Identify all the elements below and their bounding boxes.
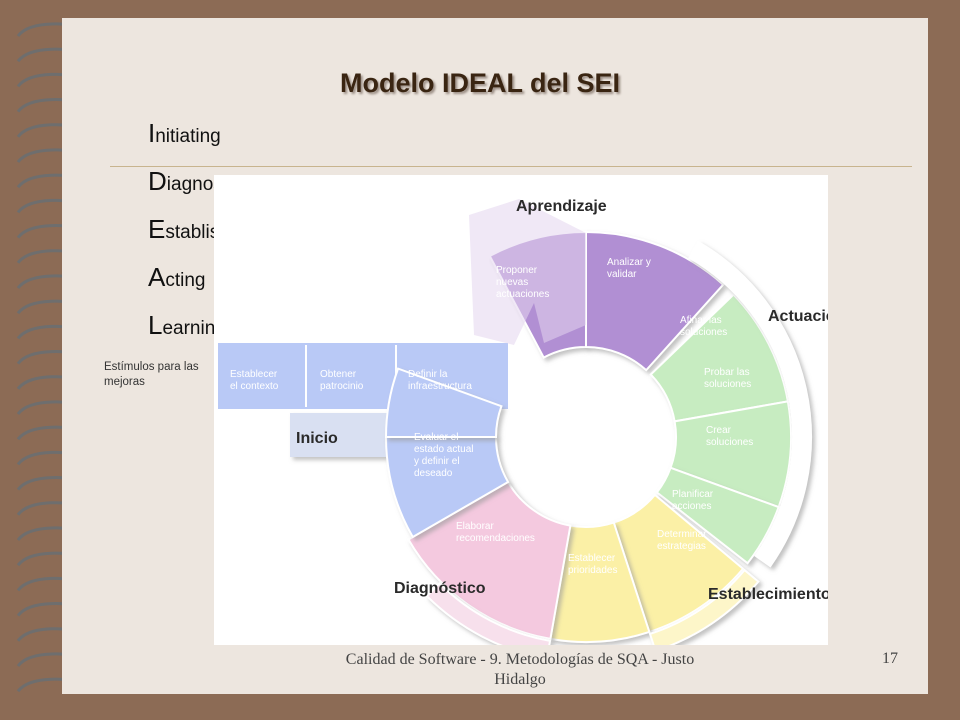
step-establecer-prioridades: Establecer xyxy=(568,553,616,564)
wedge-analizar xyxy=(585,230,725,372)
step-patrocinio: patrocinio xyxy=(320,381,364,392)
step-infraestructura: Definir la xyxy=(408,369,448,380)
phase-establecimiento: Establecimiento xyxy=(708,586,828,603)
acronym-initiating: Initiating xyxy=(148,118,221,148)
arrow-shadow xyxy=(469,199,586,345)
step-analizar: Analizar y xyxy=(607,257,651,268)
footer-text: Calidad de Software - 9. Metodologías de… xyxy=(345,651,695,688)
step-determinar: Determinar xyxy=(657,529,707,540)
step-elaborar: Elaborar xyxy=(456,521,494,532)
phase-actuaciones: Actuaciones xyxy=(768,308,828,325)
step-probar: soluciones xyxy=(704,379,751,390)
step-planificar: acciones xyxy=(672,501,711,512)
step-evaluar: Evaluar el xyxy=(414,432,458,443)
step-proponer: actuaciones xyxy=(496,289,549,300)
step-evaluar: y definir el xyxy=(414,456,460,467)
acronym-learning: Learning xyxy=(148,310,226,340)
phase-diagnostico: Diagnóstico xyxy=(394,580,486,597)
step-establecer-prioridades: prioridades xyxy=(568,565,617,576)
phase-aprendizaje: Aprendizaje xyxy=(516,198,607,215)
step-infraestructura: infraestructura xyxy=(408,381,472,392)
step-analizar: validar xyxy=(607,269,637,280)
slide-title: Modelo IDEAL del SEI xyxy=(339,68,621,98)
step-evaluar: estado actual xyxy=(414,444,474,455)
phase-inicio: Inicio xyxy=(296,430,338,447)
step-afinar: Afinar las xyxy=(680,315,722,326)
step-probar: Probar las xyxy=(704,367,750,378)
step-patrocinio: Obtener xyxy=(320,369,357,380)
step-planificar: Planificar xyxy=(672,489,714,500)
acronym-acting: Acting xyxy=(148,262,206,292)
divider-line xyxy=(110,166,912,167)
step-evaluar: deseado xyxy=(414,468,453,479)
step-proponer: nuevas xyxy=(496,277,528,288)
establecimiento-tab xyxy=(648,568,760,653)
wedge-crear xyxy=(655,466,780,565)
wedge-elaborar xyxy=(407,480,572,641)
wedge-infraestructura xyxy=(384,367,503,438)
step-crear: Crear xyxy=(706,425,732,436)
actuaciones-tab xyxy=(688,240,812,568)
step-elaborar: recomendaciones xyxy=(456,533,535,544)
step-crear: soluciones xyxy=(706,437,753,448)
step-proponer: Proponer xyxy=(496,265,538,276)
step-afinar: soluciones xyxy=(680,327,727,338)
step-contexto: el contexto xyxy=(230,381,279,392)
step-determinar: estrategias xyxy=(657,541,706,552)
step-contexto: Establecer xyxy=(230,369,278,380)
page-number: 17 xyxy=(882,650,898,667)
stimuli-label: Estímulos para las mejoras xyxy=(104,361,199,388)
